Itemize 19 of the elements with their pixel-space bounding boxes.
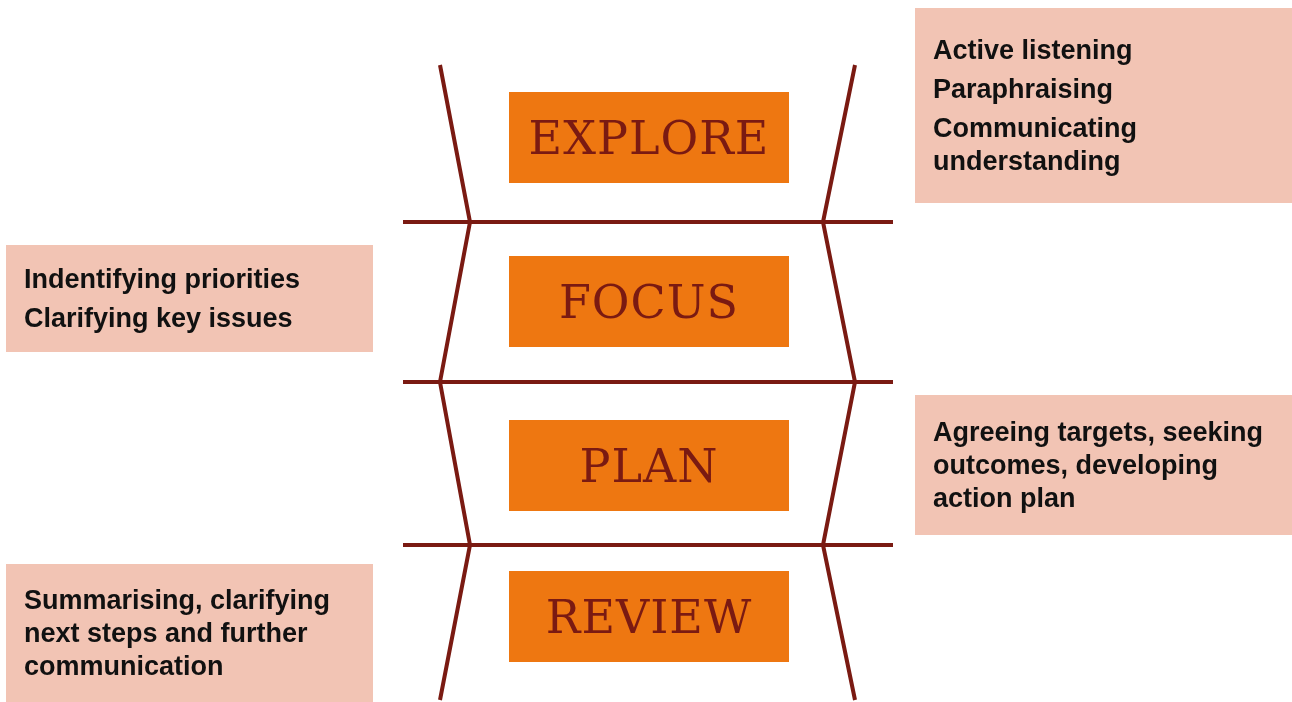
note-text: Active listening — [933, 33, 1134, 67]
note-text: Clarifying key issues — [24, 301, 294, 335]
note-text: Agreeing targets, seeking outcomes, developing action plan — [933, 415, 1265, 515]
note-text: Indentifying priorities — [24, 262, 301, 296]
stage-box — [509, 92, 789, 183]
note-card — [6, 245, 373, 352]
stage-box — [509, 420, 789, 511]
stage-label: EXPLORE — [528, 110, 770, 165]
note-card — [6, 564, 373, 702]
stage-label: REVIEW — [545, 589, 753, 644]
note-card — [915, 395, 1292, 535]
stage-label: PLAN — [579, 438, 719, 493]
stage-box — [509, 256, 789, 347]
note-card — [915, 8, 1292, 203]
note-text: Paraphraising — [933, 72, 1115, 106]
stage-box — [509, 571, 789, 662]
note-text: Summarising, clarifying next steps and further communication — [24, 583, 332, 683]
stage-label: FOCUS — [558, 274, 740, 329]
note-text: Communicating understanding — [933, 111, 1138, 178]
